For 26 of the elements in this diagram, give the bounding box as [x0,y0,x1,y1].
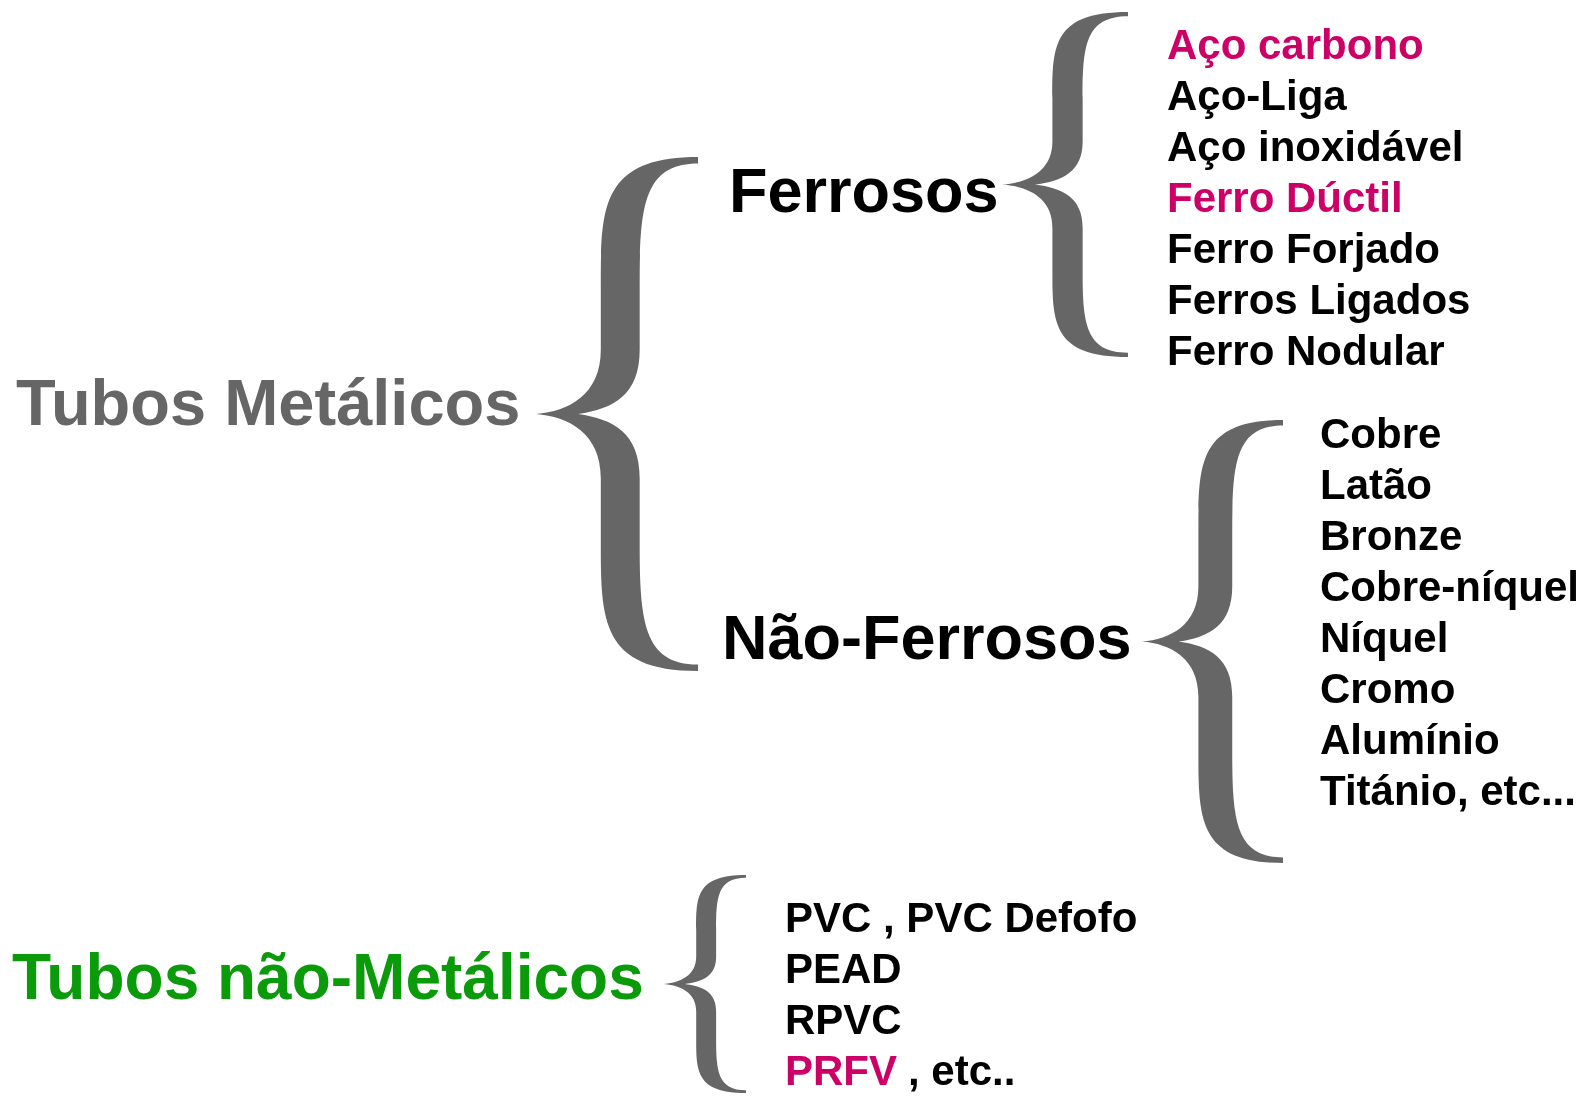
list-item: Cobre-níquel [1320,566,1579,608]
category-heading: Tubos não-Metálicos [12,945,644,1009]
list-item: Ferro Nodular [1167,330,1445,372]
category-heading: Ferrosos [729,159,999,222]
list-item: Alumínio [1320,719,1500,761]
list-item: Ferro Forjado [1167,228,1441,270]
list-item: Cobre [1320,413,1442,455]
list-item: PVC , PVC Defofo [785,897,1138,939]
list-item: Cromo [1320,668,1456,710]
category-heading: Não-Ferrosos [722,606,1132,669]
list-item: Bronze [1320,515,1463,557]
list-item: Latão [1320,464,1432,506]
list-item: Níquel [1320,617,1449,659]
list-item: RPVC [785,999,902,1041]
list-item: PEAD [785,948,902,990]
curly-brace [1002,12,1128,357]
list-item: Aço carbono [1167,24,1424,66]
curly-brace [1142,420,1283,863]
category-heading: Tubos Metálicos [16,370,521,435]
list-item: PRFV [785,1050,897,1092]
list-item: Ferro Dúctil [1167,177,1403,219]
list-item: Aço inoxidável [1167,126,1464,168]
list-item: Ferros Ligados [1167,279,1471,321]
list-item: , etc.. [908,1050,1016,1092]
list-item: Titánio, etc... [1320,770,1576,812]
list-item: Aço-Liga [1167,75,1347,117]
